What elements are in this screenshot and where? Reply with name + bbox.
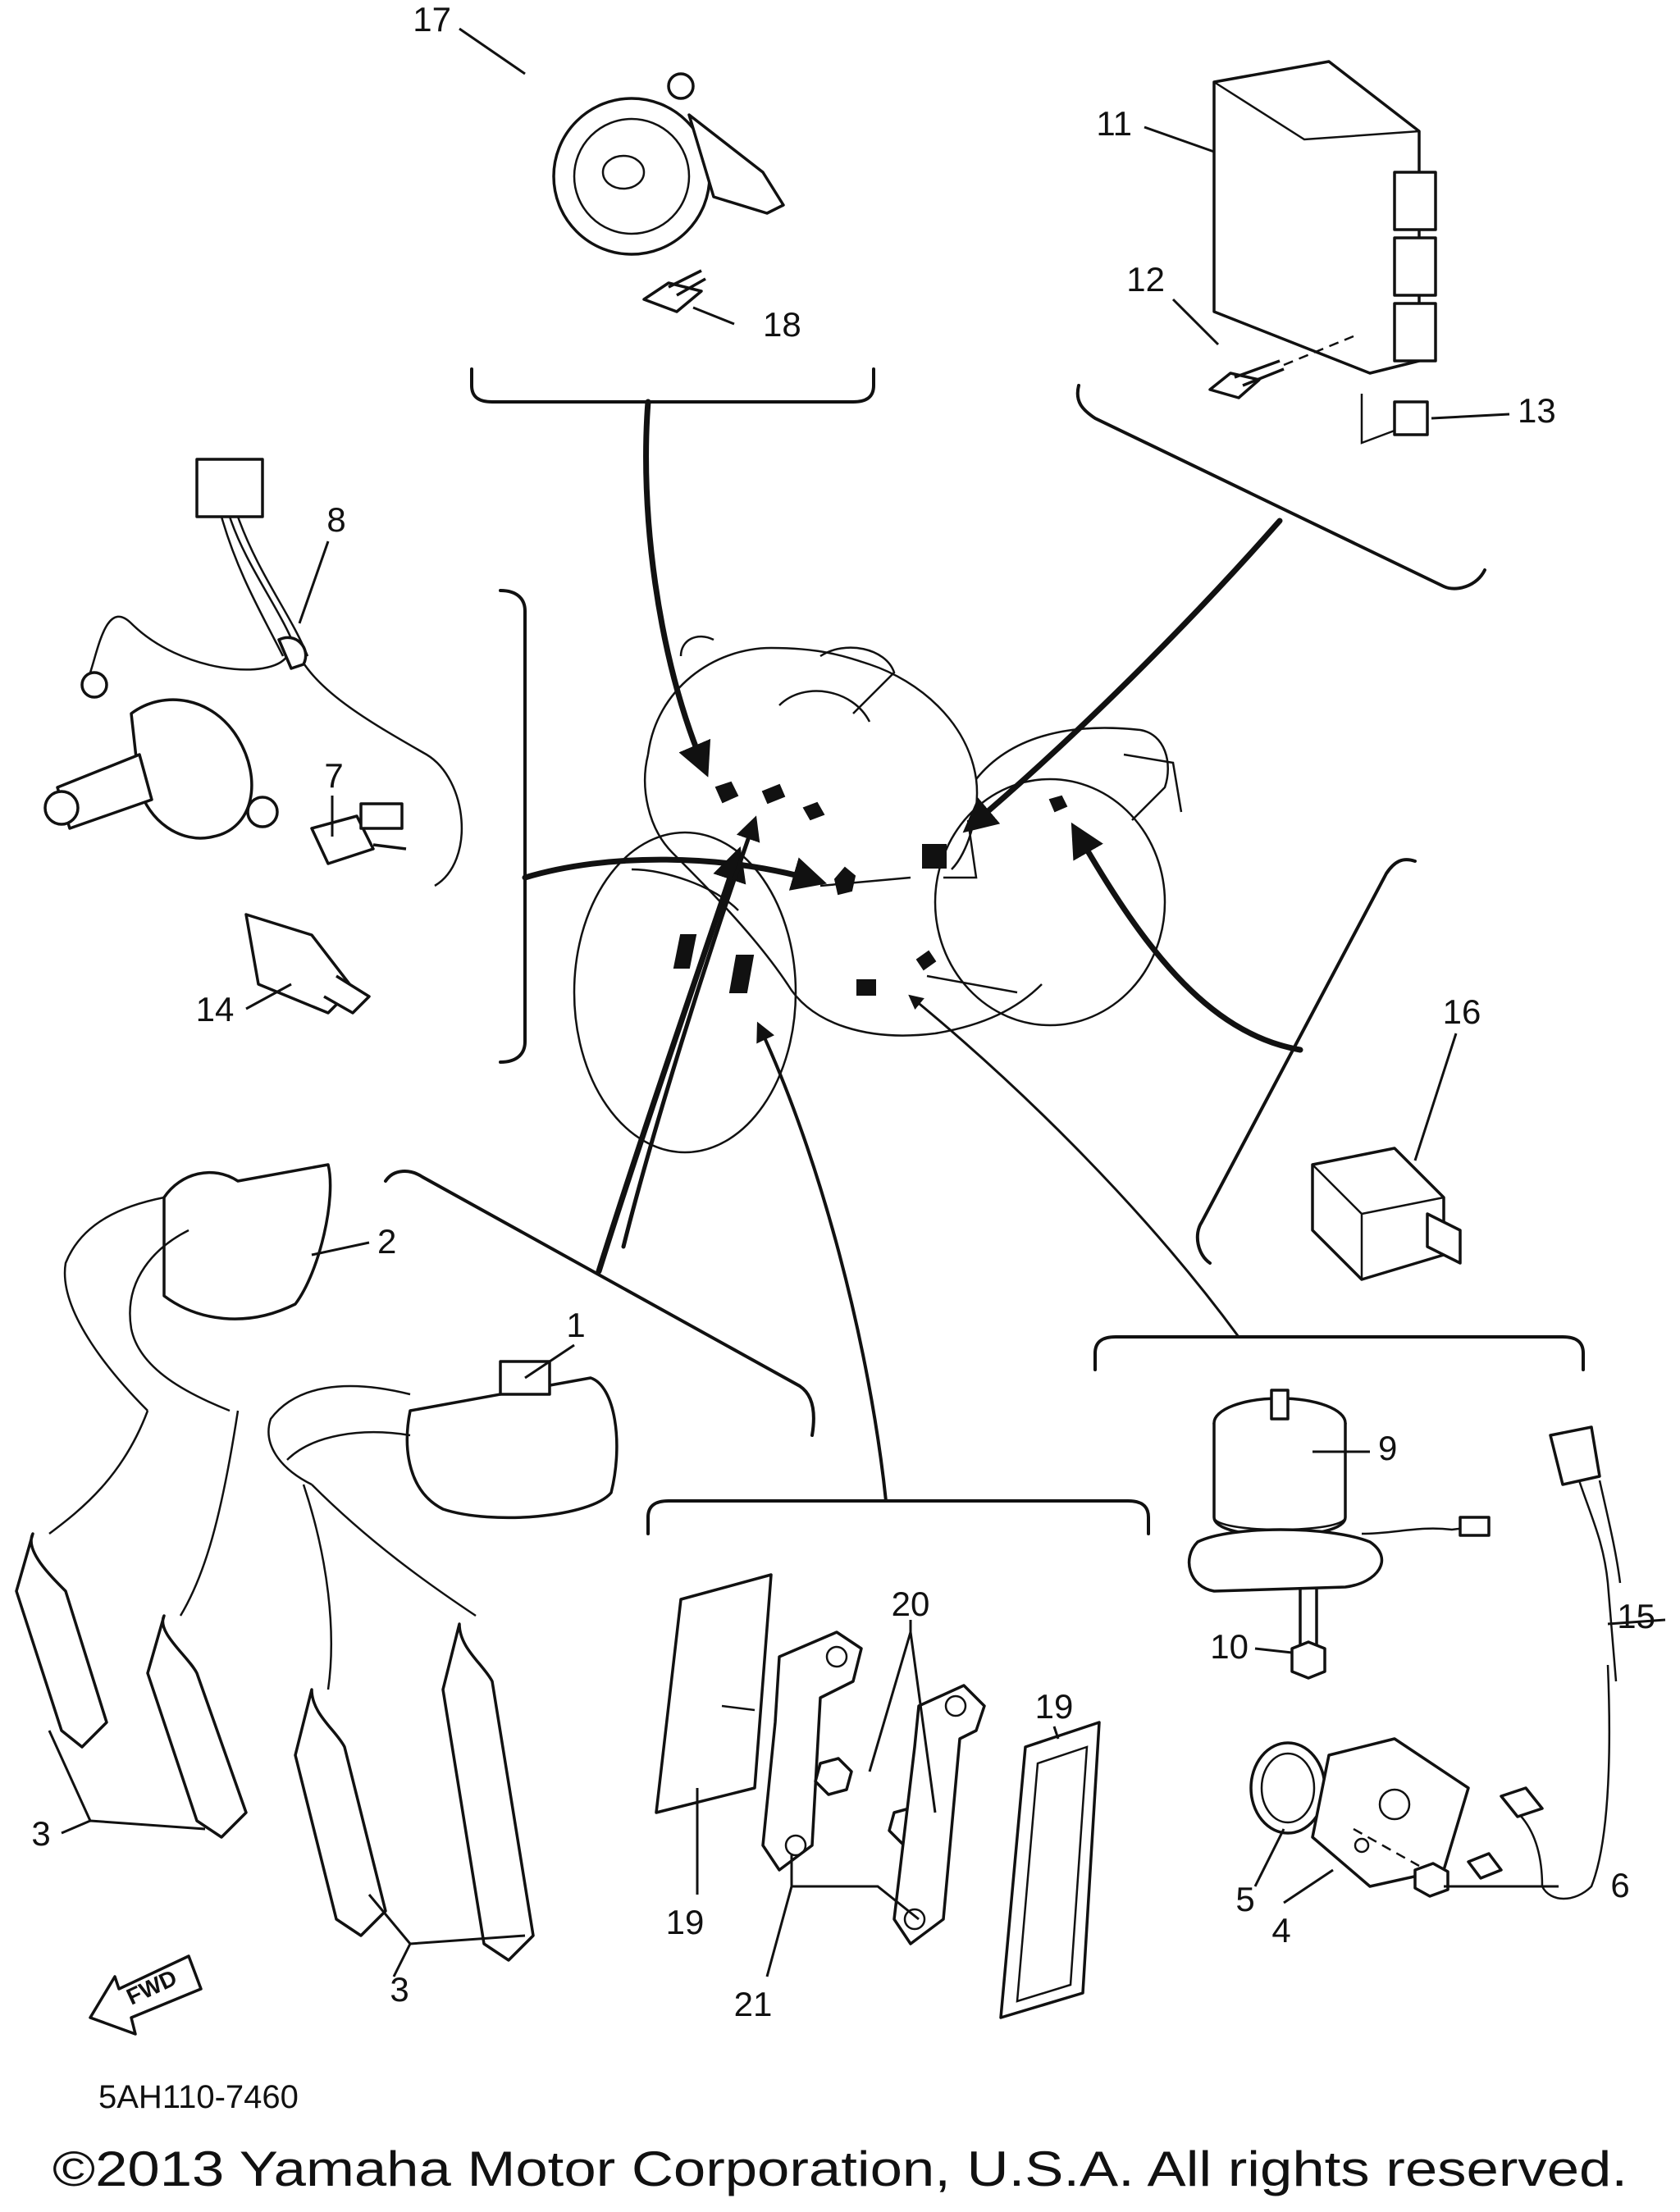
callout-3a: 3	[31, 1814, 50, 1853]
callout-13: 13	[1518, 391, 1556, 430]
callout-6: 6	[1610, 1866, 1629, 1904]
horn-part	[552, 72, 785, 256]
switch-part	[310, 802, 407, 865]
group-brackets	[384, 367, 1585, 1535]
callout-17: 17	[413, 0, 451, 39]
speed-sensor-housing	[43, 698, 279, 840]
callout-7: 7	[324, 756, 343, 795]
servo-screw	[1290, 1587, 1326, 1680]
sensor-plate	[1311, 1737, 1470, 1888]
servo-motor	[1188, 1389, 1491, 1593]
brake-switch-part	[244, 913, 371, 1015]
callout-19a: 19	[666, 1903, 705, 1941]
ecu-clip	[1360, 394, 1429, 445]
copyright-notice: ©2013 Yamaha Motor Corporation, U.S.A. A…	[52, 2141, 1628, 2196]
diagram-reference-code: 5AH110-7460	[98, 2079, 299, 2115]
leader-arrows	[522, 399, 1303, 1503]
location-markers	[673, 781, 1068, 996]
plug-caps-right	[294, 1484, 535, 1962]
callout-5: 5	[1235, 1880, 1254, 1918]
callout-10: 10	[1210, 1627, 1249, 1666]
motorcycle-outline	[573, 635, 1183, 1154]
callout-20: 20	[892, 1585, 930, 1623]
o-ring	[1249, 1741, 1326, 1835]
relay-part	[1311, 1147, 1462, 1281]
sensor-harness	[80, 458, 463, 887]
reflector-right	[999, 1721, 1101, 2019]
callout-2: 2	[377, 1222, 396, 1261]
reflector-bracket-right	[892, 1684, 986, 1945]
sensor-screw	[1353, 1827, 1449, 1898]
callout-15: 15	[1617, 1597, 1655, 1635]
callout-8: 8	[326, 500, 345, 539]
callout-3b: 3	[390, 1970, 409, 2009]
reflector-bracket-left	[761, 1630, 863, 1872]
callout-19b: 19	[1035, 1687, 1074, 1726]
ecu-bolt	[1208, 335, 1354, 399]
callout-leaders	[48, 27, 1666, 1977]
callout-9: 9	[1378, 1429, 1397, 1467]
horn-bolt	[642, 269, 706, 313]
plug-caps-left	[15, 1410, 248, 1839]
callout-11: 11	[1096, 104, 1132, 143]
fwd-arrow-icon: FWD	[89, 1954, 203, 2036]
callout-12: 12	[1126, 260, 1165, 299]
callout-21: 21	[734, 1985, 773, 2023]
callout-labels: 17 18 11 12 13 8 7 14 16 2 1 3 3 9 10 15…	[31, 0, 1655, 2023]
callout-18: 18	[763, 305, 801, 344]
callout-16: 16	[1443, 992, 1481, 1031]
callout-1: 1	[566, 1306, 585, 1344]
reflector-left	[655, 1573, 773, 1814]
callout-14: 14	[196, 990, 235, 1028]
ignition-coil-rear	[63, 1163, 332, 1412]
callout-4: 4	[1271, 1911, 1290, 1950]
ecu-part	[1212, 60, 1437, 375]
sensor-lead	[1467, 1425, 1622, 1900]
